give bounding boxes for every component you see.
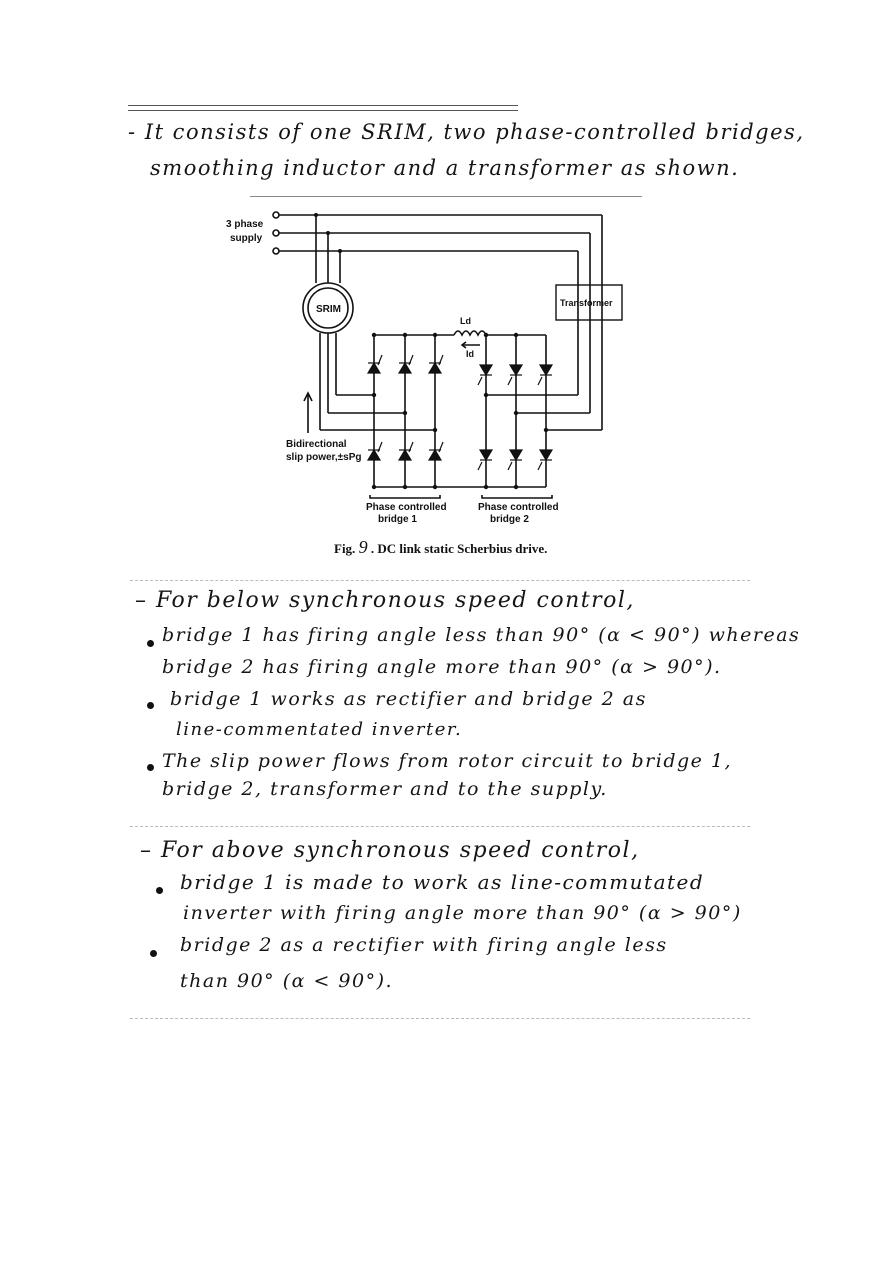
bullet-dot [150, 950, 157, 957]
bridge2-label-1: Phase controlled [478, 502, 559, 513]
above-bullet2-line2: than 90° (α < 90°). [180, 970, 394, 992]
figure-caption: Fig. 9 . DC link static Scherbius drive. [334, 537, 547, 558]
scherbius-drive-diagram: 3 phase supply SRIM Transformer Ld Id Bi… [226, 211, 623, 525]
intro-line-1: - It consists of one SRIM, two phase-con… [128, 120, 805, 144]
above-bullet1-line1: bridge 1 is made to work as line-commuta… [180, 870, 705, 894]
above-bullet2-line1: bridge 2 as a rectifier with firing angl… [180, 934, 668, 956]
current-label: Id [466, 349, 474, 359]
top-rule-1 [128, 105, 518, 106]
below-bullet2-line1: bridge 1 works as rectifier and bridge 2… [170, 688, 647, 710]
below-bullet2-line2: line-commentated inverter. [176, 719, 463, 740]
bullet-dot [147, 640, 154, 647]
caption-number: 9 [358, 537, 368, 557]
below-bullet1-line2: bridge 2 has firing angle more than 90° … [162, 656, 722, 678]
intro-line-2: smoothing inductor and a transformer as … [150, 156, 740, 180]
above-heading: – For above synchronous speed control, [140, 838, 640, 863]
ruling-line [130, 826, 750, 827]
caption-prefix: Fig. [334, 541, 356, 556]
bridge2-label-2: bridge 2 [490, 514, 529, 525]
slip-label-2: slip power,±sPg [286, 452, 362, 463]
ruling-line [130, 580, 750, 581]
bullet-dot [147, 702, 154, 709]
supply-label-2: supply [230, 233, 263, 244]
srim-label: SRIM [316, 304, 341, 315]
top-rule-2 [128, 110, 518, 111]
below-bullet1-line1: bridge 1 has firing angle less than 90° … [162, 624, 801, 646]
slip-label-1: Bidirectional [286, 439, 347, 450]
intro-underline [250, 196, 642, 197]
below-bullet3-line2: bridge 2, transformer and to the supply. [162, 778, 608, 800]
bridge1-label-2: bridge 1 [378, 514, 417, 525]
ruling-line [130, 1018, 750, 1019]
above-bullet1-line2: inverter with firing angle more than 90°… [183, 902, 742, 924]
caption-text: . DC link static Scherbius drive. [370, 541, 548, 556]
bullet-dot [156, 887, 163, 894]
below-heading: – For below synchronous speed control, [135, 588, 635, 613]
transformer-label: Transformer [560, 298, 613, 308]
below-bullet3-line1: The slip power flows from rotor circuit … [162, 750, 733, 772]
inductor-label: Ld [460, 316, 471, 326]
bullet-dot [147, 764, 154, 771]
supply-label-1: 3 phase [226, 219, 264, 230]
bridge1-label-1: Phase controlled [366, 502, 447, 513]
